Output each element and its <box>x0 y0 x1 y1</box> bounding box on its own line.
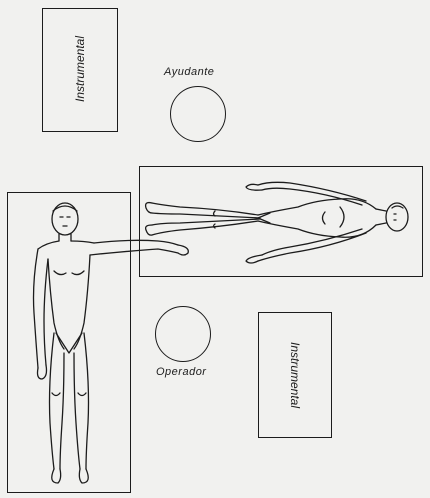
instrumental-label-top: Instrumental <box>73 19 87 119</box>
instrumental-label-bottom: Instrumental <box>288 325 302 425</box>
ayudante-circle <box>170 86 226 142</box>
patient-figure-vertical <box>8 193 190 492</box>
ayudante-label: Ayudante <box>164 66 214 78</box>
